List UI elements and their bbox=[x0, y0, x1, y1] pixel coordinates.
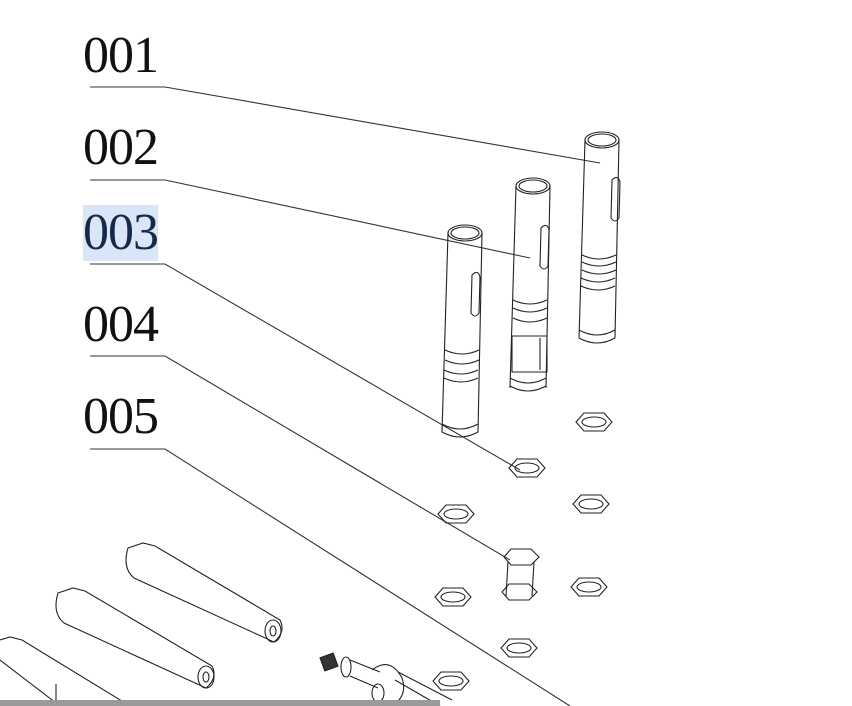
pin-002 bbox=[509, 177, 551, 392]
clamp-fixture bbox=[319, 652, 453, 706]
pin-003 bbox=[441, 224, 483, 438]
hex-spacer-004 bbox=[501, 548, 540, 601]
callout-label-001[interactable]: 001 bbox=[83, 27, 159, 84]
callout-label-005[interactable]: 005 bbox=[83, 388, 159, 445]
callout-label-002[interactable]: 002 bbox=[83, 119, 159, 176]
pin-001 bbox=[578, 131, 621, 344]
hex-washers bbox=[432, 412, 613, 691]
bottom-scroll-bar[interactable] bbox=[0, 700, 440, 706]
callout-label-003-selected[interactable]: 003 bbox=[83, 204, 159, 261]
callout-label-004[interactable]: 004 bbox=[83, 296, 159, 353]
tapered-handles bbox=[0, 542, 283, 706]
leader-lines bbox=[90, 86, 601, 706]
